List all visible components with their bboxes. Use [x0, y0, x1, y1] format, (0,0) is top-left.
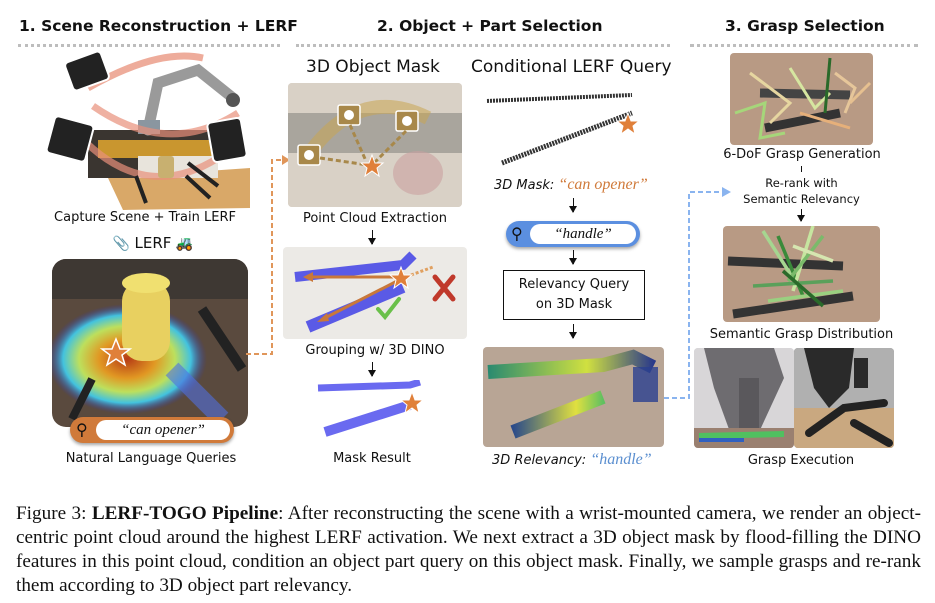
arrow-down — [368, 230, 376, 245]
grasp-execution-real-image — [794, 348, 894, 448]
search-query-field[interactable]: “can opener” — [96, 420, 230, 440]
3d-relevancy-image — [483, 347, 664, 447]
figure-caption-body: : After reconstructing the scene with a … — [16, 503, 921, 596]
arrow-down — [569, 250, 577, 265]
point-cloud-extraction-label: Point Cloud Extraction — [302, 211, 448, 226]
robot-capture-scene-image — [38, 48, 250, 212]
section-divider — [690, 44, 918, 47]
grasp-generation-image — [730, 53, 873, 145]
lerf-heatmap-image — [52, 259, 248, 427]
relevancy-box-line2: on 3D Mask — [535, 297, 613, 312]
semantic-grasp-distribution-label: Semantic Grasp Distribution — [709, 327, 894, 342]
rerank-label-line1: Re-rank with — [765, 176, 838, 190]
section-divider — [296, 44, 670, 47]
3d-relevancy-caption: 3D Relevancy: “handle” — [492, 451, 652, 469]
connector-arrow-stage1-to-stage2 — [246, 155, 290, 355]
arrow-down — [569, 324, 577, 339]
mask-result-label: Mask Result — [333, 451, 411, 466]
rerank-label-line2: Semantic Relevancy — [743, 192, 860, 206]
part-query-field[interactable]: “handle” — [530, 224, 636, 244]
figure-caption: Figure 3: LERF-TOGO Pipeline: After reco… — [16, 502, 921, 598]
relevancy-query-box: Relevancy Query on 3D Mask — [503, 270, 645, 320]
3d-mask-caption: 3D Mask: “can opener” — [494, 176, 648, 194]
section-divider — [18, 44, 280, 47]
3d-mask-prefix: 3D Mask: — [494, 178, 559, 193]
connector-arrow-stage2-to-stage3 — [664, 187, 731, 399]
search-icon: ⚲ — [76, 422, 88, 439]
grasp-execution-sim-image — [694, 348, 794, 448]
subtitle-3d-object-mask: 3D Object Mask — [306, 57, 440, 77]
arrow-down — [368, 362, 376, 377]
figure-label: Figure 3: — [16, 503, 92, 524]
lerf-heading: 📎 LERF 🚜 — [103, 234, 203, 254]
3d-mask-query: “can opener” — [558, 176, 648, 193]
subtitle-conditional-lerf-query: Conditional LERF Query — [471, 57, 672, 77]
point-cloud-extraction-image — [288, 83, 462, 207]
grasp-execution-label: Grasp Execution — [747, 453, 855, 468]
section-title-scene-reconstruction: 1. Scene Reconstruction + LERF — [19, 17, 298, 35]
paperclip-icon: 📎 — [112, 235, 131, 251]
arrow-down — [797, 209, 805, 222]
tractor-icon: 🚜 — [175, 235, 194, 251]
search-bar-can-opener[interactable]: ⚲ “can opener” — [70, 417, 234, 443]
search-icon: ⚲ — [511, 226, 523, 243]
search-bar-handle[interactable]: ⚲ “handle” — [506, 221, 640, 247]
grasp-generation-label: 6-DoF Grasp Generation — [723, 147, 881, 162]
grouping-dino-image — [283, 247, 467, 339]
mask-result-image — [310, 378, 450, 440]
natural-language-queries-label: Natural Language Queries — [65, 451, 237, 466]
3d-relevancy-query: “handle” — [590, 451, 652, 468]
figure-title: LERF-TOGO Pipeline — [91, 503, 279, 524]
relevancy-box-line1: Relevancy Query — [518, 277, 630, 292]
3d-relevancy-prefix: 3D Relevancy: — [492, 453, 591, 468]
semantic-grasp-distribution-image — [723, 226, 880, 322]
lerf-label: LERF — [134, 234, 172, 252]
conditional-query-point-cloud — [482, 83, 658, 173]
arrow-down — [569, 198, 577, 213]
section-title-grasp-selection: 3. Grasp Selection — [725, 17, 885, 35]
section-title-object-part-selection: 2. Object + Part Selection — [377, 17, 603, 35]
connector-tick — [801, 166, 802, 172]
grouping-3d-dino-label: Grouping w/ 3D DINO — [305, 343, 445, 358]
capture-scene-label: Capture Scene + Train LERF — [54, 210, 236, 225]
